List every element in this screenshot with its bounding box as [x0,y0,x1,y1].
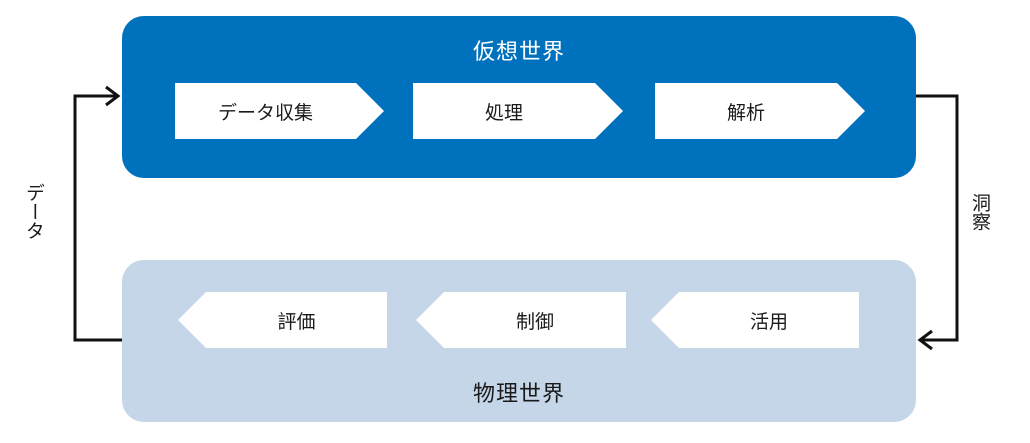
step-evaluation: 評価 [178,292,387,348]
step-data-collection: データ収集 [175,83,384,139]
step-control: 制御 [416,292,626,348]
virtual-world-title: 仮想世界 [472,40,565,65]
right-connector-line [916,94,959,342]
physical-world-title: 物理世界 [472,382,565,407]
right-arrow-label: 洞察 [969,193,991,231]
step-utilization: 活用 [651,292,859,348]
right-arrowhead [917,329,933,351]
left-arrowhead [105,85,121,107]
step-processing: 処理 [413,83,623,139]
step-analysis: 解析 [655,83,865,139]
left-connector-line [73,94,122,342]
left-arrow-label: データ [23,183,45,240]
